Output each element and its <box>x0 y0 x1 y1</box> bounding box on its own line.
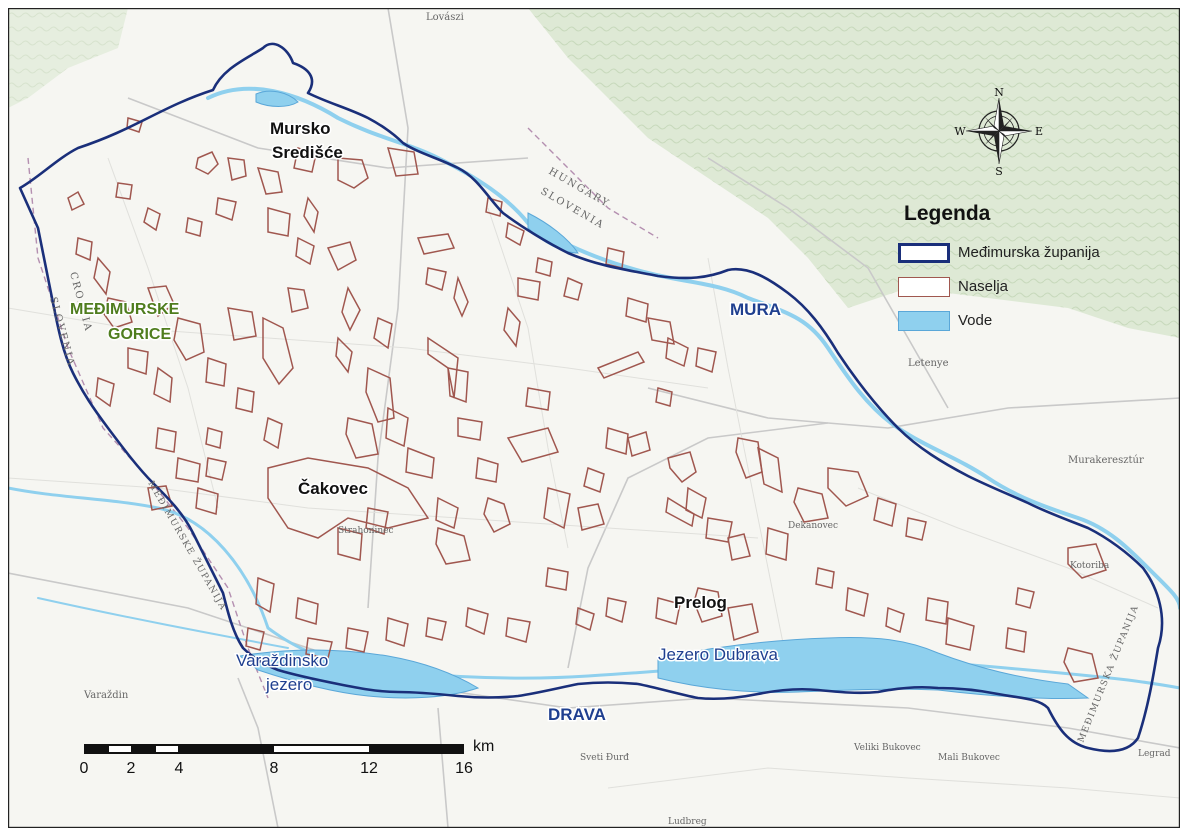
north-arrow-w: W <box>954 125 966 138</box>
region-medimurske-line1: MEĐIMURSKE <box>70 301 180 318</box>
scale-tick-12: 12 <box>360 760 378 777</box>
main-labels: Mursko Središće Čakovec Prelog MEĐIMURSK… <box>69 118 783 726</box>
legend-title: Legenda <box>904 202 991 225</box>
label-veliki-bukovec: Veliki Bukovec <box>853 743 921 753</box>
city-prelog: Prelog <box>674 593 727 612</box>
lake-varazdinsko-line1: Varaždinsko <box>236 651 328 670</box>
north-arrow-n: N <box>994 86 1004 99</box>
legend-item-settlements: Naselja <box>892 274 1142 300</box>
scale-tick-4: 4 <box>174 760 184 777</box>
scale-tick-0: 0 <box>79 760 89 777</box>
legend-label-county: Međimurska županija <box>958 244 1100 261</box>
scale-bar: 0 2 4 8 12 16 km <box>76 738 506 786</box>
north-arrow-e: E <box>1035 125 1043 138</box>
label-mali-bukovec: Mali Bukovec <box>938 753 1000 763</box>
legend: Legenda Međimurska županija Naselja Vode <box>892 202 1142 352</box>
county-border <box>18 42 1164 753</box>
region-medimurske-line2: GORICE <box>108 326 171 343</box>
label-varazdin: Varaždin <box>83 690 129 701</box>
legend-item-water: Vode <box>892 308 1142 334</box>
legend-label-settlements: Naselja <box>958 278 1009 295</box>
label-ludbreg: Ludbreg <box>668 817 707 827</box>
basemap-minor-roads <box>8 157 1180 799</box>
scale-tick-2: 2 <box>126 760 136 777</box>
terrain-hills-west <box>8 8 128 108</box>
city-mursko-line1: Mursko <box>270 119 330 138</box>
scale-unit: km <box>473 738 495 755</box>
scale-bar-graphic <box>84 744 464 754</box>
scale-tick-8: 8 <box>269 760 279 777</box>
legend-label-water: Vode <box>958 312 993 329</box>
map-frame <box>8 8 1180 828</box>
water-mura-north-pond <box>255 90 299 107</box>
label-kotoriba: Kotoriba <box>1070 561 1110 571</box>
legend-swatch-settlements <box>898 277 950 297</box>
label-strahoninec: Strahoninec <box>338 526 394 536</box>
scale-tick-16: 16 <box>455 760 473 777</box>
label-letenye: Letenye <box>908 358 949 369</box>
label-legrad: Legrad <box>1138 749 1171 759</box>
settlements <box>67 117 1107 683</box>
lake-varazdinsko-line2: jezero <box>265 675 312 694</box>
legend-item-county: Međimurska županija <box>892 240 1142 266</box>
label-dekanovec: Dekanovec <box>788 521 838 531</box>
label-lovaszi: Lovászi <box>426 12 464 23</box>
international-border-north <box>527 127 659 239</box>
label-sveti-durd: Sveti Đurđ <box>580 753 629 763</box>
river-drava: DRAVA <box>548 705 606 724</box>
terrain-hills <box>528 8 1180 338</box>
basemap-roads <box>8 8 1180 828</box>
international-border <box>27 157 269 699</box>
city-cakovec: Čakovec <box>298 479 368 498</box>
legend-swatch-county <box>898 243 950 263</box>
north-arrow-s: S <box>995 165 1003 176</box>
river-mura: MURA <box>730 300 781 319</box>
lake-dubrava: Jezero Dubrava <box>658 645 779 664</box>
north-arrow-icon: N S E W <box>954 86 1043 176</box>
city-mursko-line2: Središće <box>272 143 343 162</box>
legend-swatch-water <box>898 311 950 331</box>
lake-dubrava <box>657 637 1090 700</box>
label-murakeresztur: Murakeresztúr <box>1068 455 1144 466</box>
